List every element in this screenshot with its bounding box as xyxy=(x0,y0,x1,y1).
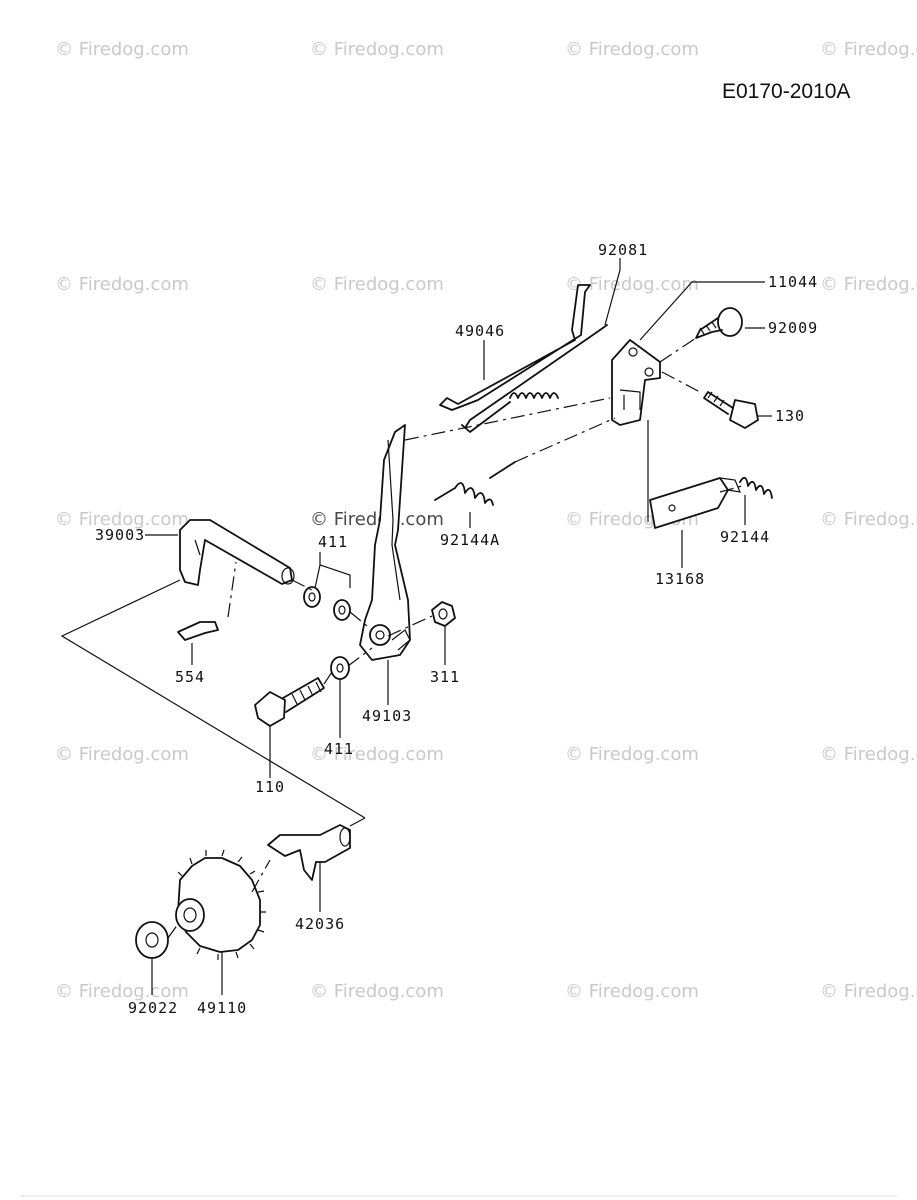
label-11044: 11044 xyxy=(768,273,818,291)
assembly-lines xyxy=(60,337,743,939)
watermark: © Firedog.com xyxy=(820,509,917,530)
watermark: © Firedog.com xyxy=(55,744,189,765)
watermark-center: © Firedog.com xyxy=(310,509,444,530)
watermark: © Firedog.com xyxy=(820,744,917,765)
label-411-upper: 411 xyxy=(318,533,348,551)
part-110-bolt xyxy=(254,677,325,727)
watermark: © Firedog.com xyxy=(55,274,189,295)
part-39003-shaft xyxy=(179,519,295,586)
label-130: 130 xyxy=(775,407,805,425)
label-411-lower: 411 xyxy=(324,740,354,758)
watermark: © Firedog.com xyxy=(55,39,189,60)
watermark: © Firedog.com xyxy=(820,274,917,295)
part-311-nut xyxy=(431,601,456,627)
watermark: © Firedog.com xyxy=(565,274,699,295)
label-92022: 92022 xyxy=(128,999,178,1017)
label-311: 311 xyxy=(430,668,460,686)
label-110: 110 xyxy=(255,778,285,796)
watermark: © Firedog.com xyxy=(310,981,444,1002)
label-39003: 39003 xyxy=(95,526,145,544)
part-554-pin xyxy=(177,561,237,641)
watermark: © Firedog.com xyxy=(565,981,699,1002)
label-92144A: 92144A xyxy=(440,531,500,549)
watermark: © Firedog.com xyxy=(565,744,699,765)
part-92009-bolt xyxy=(695,307,743,339)
part-labels: 92081 11044 49046 92009 130 39003 411 92… xyxy=(95,241,818,1017)
watermark: © Firedog.com xyxy=(310,744,444,765)
label-42036: 42036 xyxy=(295,915,345,933)
label-92144: 92144 xyxy=(720,528,770,546)
watermark: © Firedog.com xyxy=(310,39,444,60)
diagram-code: E0170-2010A xyxy=(722,80,850,103)
part-49103-lever xyxy=(359,424,411,661)
part-11044-bracket xyxy=(611,339,661,426)
watermark: © Firedog.com xyxy=(820,39,917,60)
label-92081: 92081 xyxy=(598,241,648,259)
part-92144-spring xyxy=(739,476,773,499)
watermark: © Firedog.com xyxy=(55,509,189,530)
part-13168-plate xyxy=(649,477,741,529)
label-49103: 49103 xyxy=(362,707,412,725)
part-49110-gear xyxy=(175,849,266,960)
part-92022-washer xyxy=(135,921,169,959)
label-49110: 49110 xyxy=(197,999,247,1017)
part-130-bolt xyxy=(703,391,759,429)
watermark: © Firedog.com xyxy=(565,39,699,60)
part-92144A-spring xyxy=(434,461,516,506)
watermarks: © Firedog.com © Firedog.com © Firedog.co… xyxy=(55,39,917,1002)
watermark: © Firedog.com xyxy=(820,981,917,1002)
watermark: © Firedog.com xyxy=(55,981,189,1002)
label-13168: 13168 xyxy=(655,570,705,588)
part-92081-rod xyxy=(439,284,591,411)
label-49046: 49046 xyxy=(455,322,505,340)
part-411-washer-lower xyxy=(330,656,350,680)
part-411-washers-upper xyxy=(303,586,351,621)
part-42036-governor-shaft xyxy=(267,824,351,881)
label-92009: 92009 xyxy=(768,319,818,337)
watermark: © Firedog.com xyxy=(310,274,444,295)
leader-lines xyxy=(145,258,772,995)
label-554: 554 xyxy=(175,668,205,686)
